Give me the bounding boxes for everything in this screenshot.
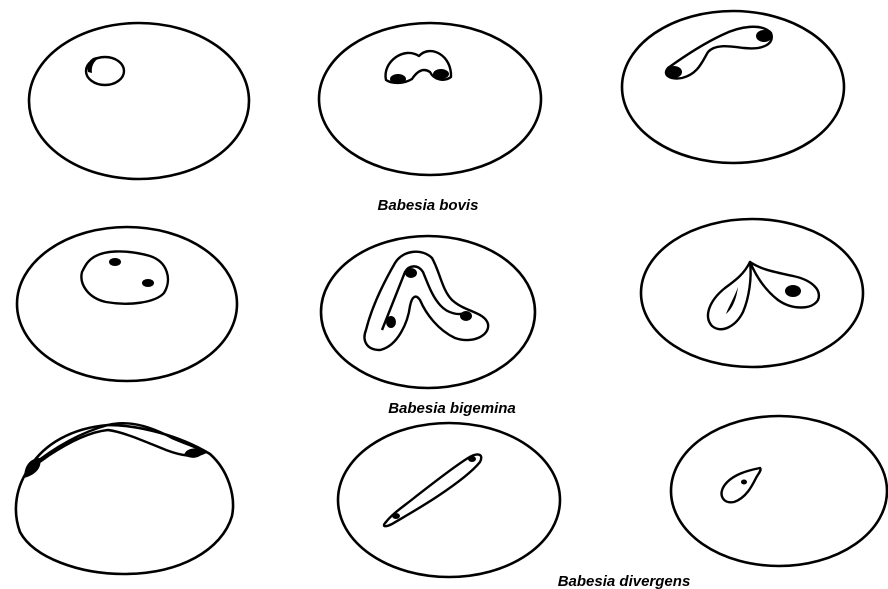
- bovis-paired-form: [386, 51, 452, 84]
- bovis-cell-2: [319, 23, 541, 175]
- divergens-single-pyriform: [722, 468, 761, 502]
- caption-divergens: Babesia divergens: [558, 573, 691, 589]
- divergens-marginal-form: [24, 423, 206, 478]
- bigemina-paired-pyriform-outer: [365, 252, 489, 350]
- bovis-cell-1: [29, 23, 249, 179]
- divergens-cell-1: [16, 423, 233, 574]
- bigemina-amoeboid-form: [81, 251, 167, 303]
- bigemina-pyriform-right: [750, 262, 819, 308]
- bovis-divergent-form: [666, 27, 772, 79]
- bigemina-cell-2: [321, 236, 535, 388]
- bovis-cell-3: [622, 11, 844, 163]
- divergens-paired-form: [384, 455, 481, 527]
- bovis-ring-form: [86, 57, 124, 85]
- caption-bovis: Babesia bovis: [378, 197, 479, 214]
- divergens-cell-2: [338, 423, 560, 577]
- bigemina-cell-3: [641, 219, 863, 367]
- bigemina-pyriform-left: [708, 262, 751, 329]
- bigemina-cell-1: [17, 227, 237, 381]
- divergens-cell-3: [671, 416, 887, 566]
- caption-bigemina: Babesia bigemina: [388, 400, 516, 417]
